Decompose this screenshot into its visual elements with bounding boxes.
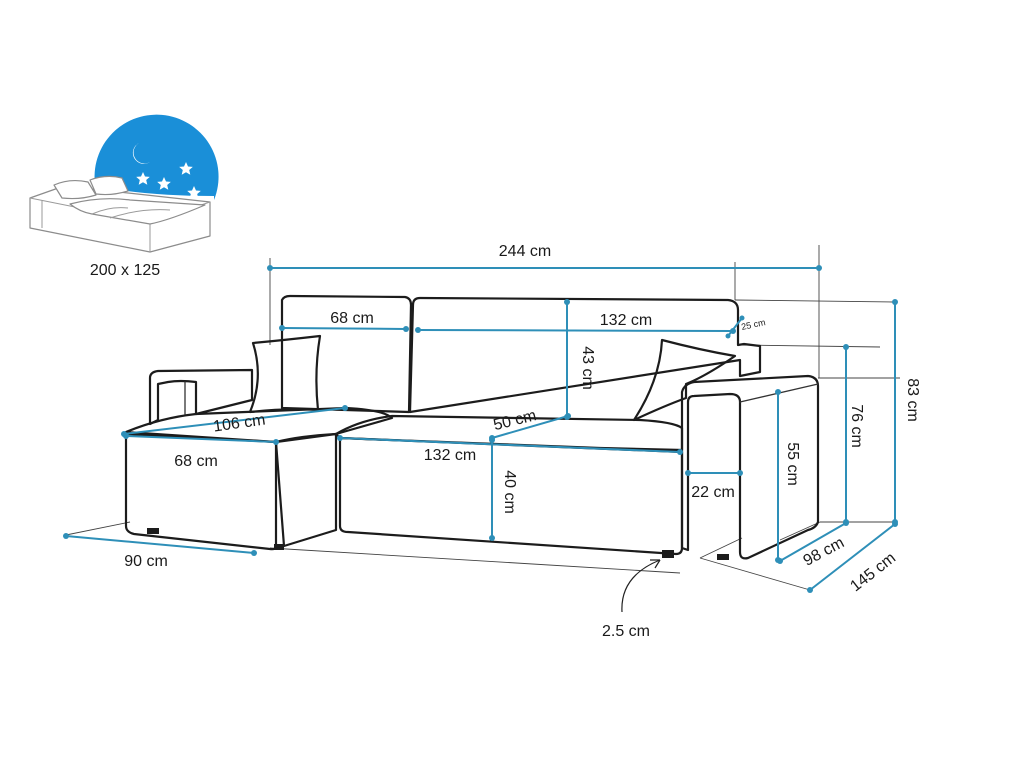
label-left-back-width: 68 cm: [330, 310, 374, 327]
label-seat-to-floor-height: 55 cm: [784, 442, 801, 486]
label-chaise-length: 106 cm: [212, 411, 266, 435]
label-depth: 98 cm: [801, 534, 847, 569]
label-total-height: 83 cm: [904, 378, 921, 422]
chaise-seat-top: [124, 406, 394, 444]
label-base-depth: 90 cm: [124, 553, 168, 570]
main-seat-front: [338, 436, 684, 556]
back-cushion-right: [408, 296, 762, 414]
label-leg-height: 2.5 cm: [602, 623, 650, 640]
back-cushion-left: [280, 294, 413, 414]
throw-pillow-right: [632, 338, 737, 422]
label-armrest-width: 22 cm: [691, 484, 735, 501]
dim-line-back-depth: [727, 317, 743, 337]
sofa-bed-icon: 200 x 125: [29, 114, 219, 279]
dim-line-chaise-depth: [809, 523, 896, 591]
leg-arm-right: [717, 554, 729, 560]
label-seat-depth: 50 cm: [492, 407, 538, 434]
night-sky-circle: [94, 114, 219, 200]
dim-line-chaise-length: [123, 407, 346, 435]
label-back-height: 43 cm: [579, 346, 596, 390]
label-total-width: 244 cm: [499, 243, 551, 260]
dim-line-chaise-width: [125, 435, 277, 443]
bed-pillow-right: [89, 175, 129, 196]
armrest-right: [680, 374, 820, 560]
dim-line-base-depth: [65, 535, 255, 554]
leg-front-left: [147, 528, 159, 534]
label-armrest-height: 76 cm: [848, 404, 865, 448]
dim-line-left-back: [281, 327, 407, 330]
dim-line-seat-depth: [491, 415, 569, 439]
throw-pillow-left: [248, 334, 322, 414]
chaise-side: [274, 432, 338, 548]
label-chaise-depth: 145 cm: [847, 550, 899, 596]
dim-line-seat-width: [339, 437, 681, 453]
leg-height-pointer: [621, 559, 661, 613]
bed-size-label: 200 x 125: [90, 262, 160, 279]
leg-front-right: [662, 550, 674, 558]
label-seat-width: 132 cm: [424, 447, 476, 464]
leg-middle: [274, 544, 284, 550]
bed-pillow-left: [53, 179, 97, 200]
label-seat-front-height: 40 cm: [501, 470, 518, 514]
dim-line-right-back: [417, 329, 734, 332]
label-right-back-width: 132 cm: [600, 312, 652, 329]
label-chaise-width: 68 cm: [174, 453, 218, 470]
armrest-left: [148, 368, 254, 426]
label-back-cushion-depth: 25 cm: [740, 317, 766, 332]
star-icon: [136, 162, 201, 199]
extension-lines: [65, 245, 900, 591]
sofa-drawing: [124, 294, 820, 560]
dimension-lines: [63, 265, 898, 613]
dim-line-depth: [779, 522, 847, 562]
